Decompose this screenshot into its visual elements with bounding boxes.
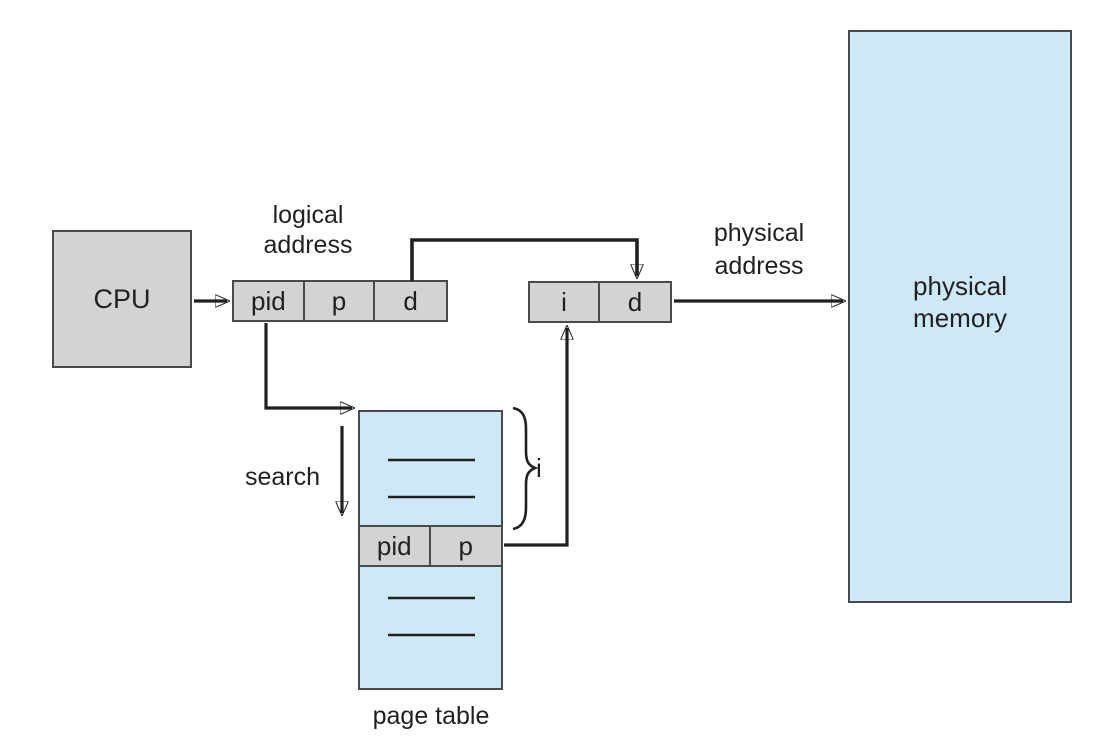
cpu-label: CPU	[93, 283, 151, 314]
cpu-box: CPU	[52, 230, 192, 368]
search-label: search	[244, 463, 320, 491]
page-table-matched-row: pid p	[358, 525, 503, 567]
physical-address-label: physical address	[713, 219, 805, 280]
physical-cell-i: i	[530, 283, 601, 321]
matched-cell-pid: pid	[360, 527, 431, 565]
matched-cell-p: p	[430, 527, 501, 565]
logical-cell-d: d	[375, 282, 446, 320]
logical-cell-p: p	[304, 282, 376, 320]
d-forward-connector-arrow	[410, 238, 637, 281]
physical-memory-label: physical memory	[913, 271, 1007, 333]
p-to-i-arrow	[504, 328, 567, 547]
pid-to-page-table-arrow	[264, 323, 352, 408]
index-brace-label: i	[536, 453, 542, 483]
page-table-caption: page table	[372, 702, 490, 730]
logical-cell-pid: pid	[234, 282, 305, 320]
physical-memory-box	[848, 30, 1072, 603]
index-brace	[512, 406, 539, 531]
physical-cell-d: d	[600, 283, 670, 321]
physical-address-register: i d	[528, 281, 672, 323]
logical-address-label: logical address	[263, 201, 353, 259]
logical-address-register: pid p d	[232, 280, 448, 322]
